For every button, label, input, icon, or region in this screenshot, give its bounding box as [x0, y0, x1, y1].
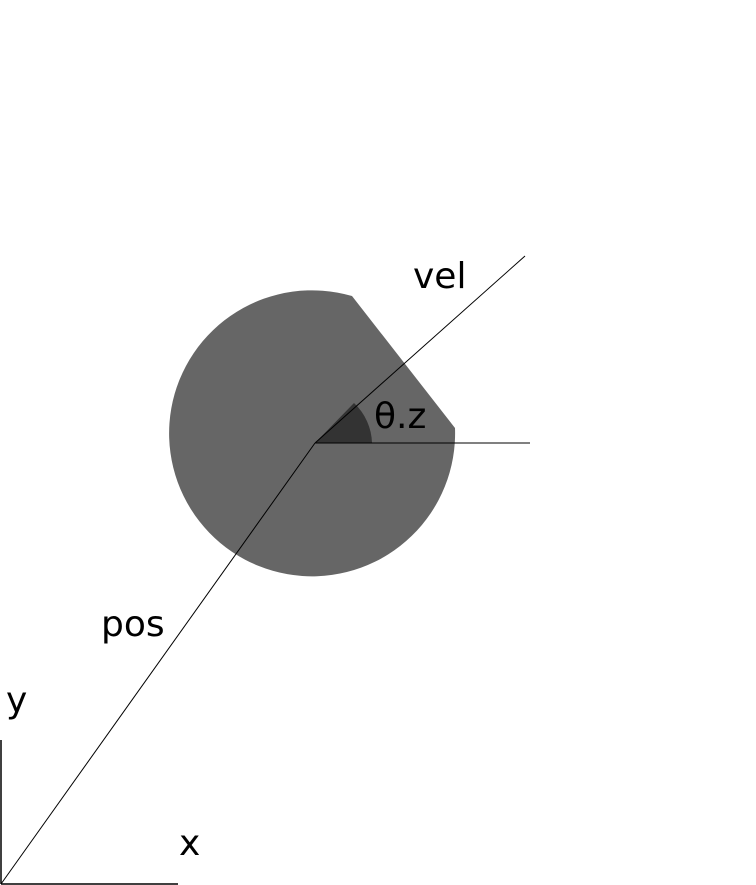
- position-vector-line: [0, 442, 316, 885]
- x-axis-label: x: [179, 823, 200, 864]
- robot-body: [169, 290, 456, 577]
- velocity-label: vel: [413, 256, 466, 297]
- velocity-vector-line: [314, 255, 526, 444]
- y-axis-label: y: [6, 680, 27, 721]
- angle-label: θ.z: [374, 396, 426, 437]
- position-label: pos: [101, 604, 165, 645]
- angle-wedge: [315, 403, 372, 443]
